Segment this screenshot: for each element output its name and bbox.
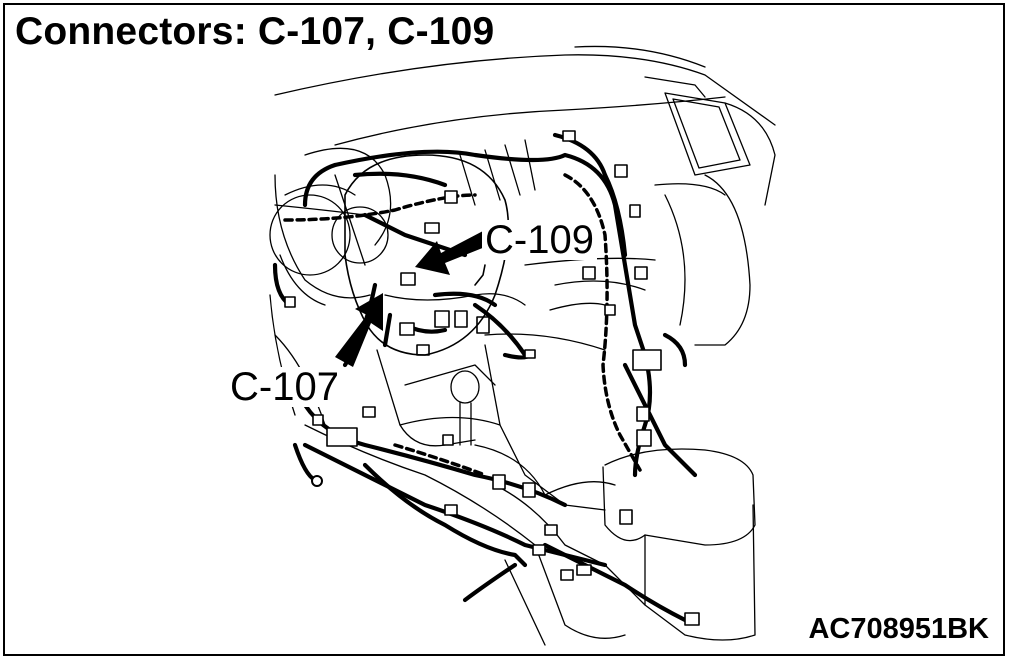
connector-blocks bbox=[284, 130, 700, 626]
page-title: Connectors: C-107, C-109 bbox=[15, 10, 503, 54]
wiring-harness-illustration bbox=[269, 45, 776, 646]
dashboard-outline bbox=[269, 45, 776, 646]
callout-c109-label: C-109 bbox=[482, 220, 597, 260]
arrow-c109 bbox=[415, 231, 490, 275]
figure-id: AC708951BK bbox=[808, 613, 989, 645]
callout-c107-label: C-107 bbox=[227, 367, 342, 407]
diagram-frame: Connectors: C-107, C-109 C-109 C-107 AC7… bbox=[3, 3, 1005, 656]
arrow-c107 bbox=[335, 293, 383, 367]
ground-terminal bbox=[311, 475, 323, 487]
arrow-c109-leader bbox=[474, 264, 486, 286]
